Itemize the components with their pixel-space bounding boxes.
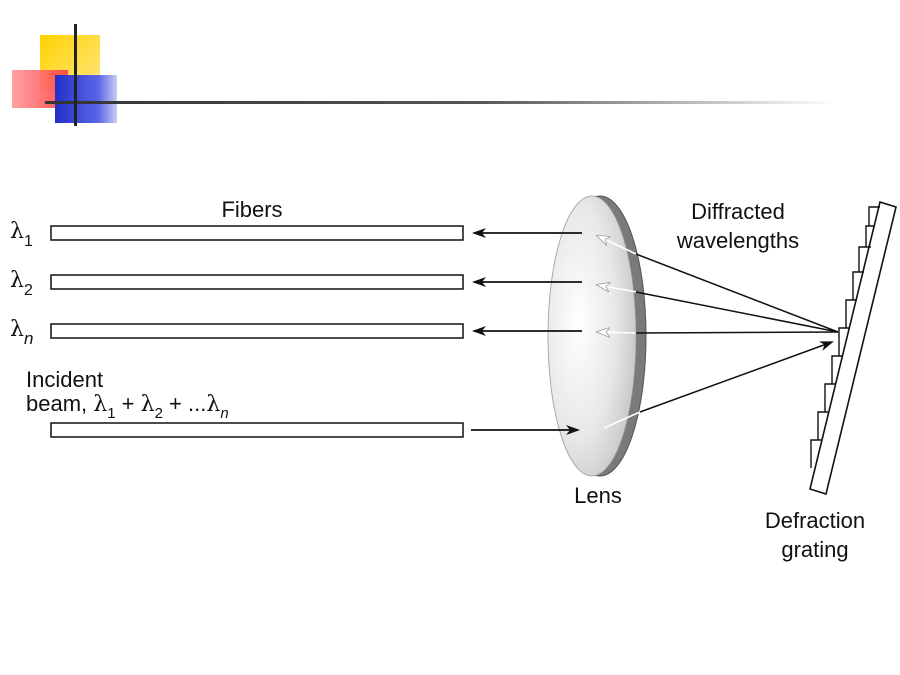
label-fibers: Fibers bbox=[221, 197, 282, 222]
label-lambda-2: λ2 bbox=[10, 268, 33, 299]
grating-steps bbox=[810, 206, 880, 468]
label-lens: Lens bbox=[574, 483, 622, 508]
label-diffracted-line2: wavelengths bbox=[676, 228, 799, 253]
fiber-lambda-n bbox=[50, 323, 464, 339]
label-incident-line1: Incident bbox=[26, 367, 103, 392]
label-grating-line2: grating bbox=[781, 537, 848, 562]
label-diffracted-line1: Diffracted bbox=[691, 199, 785, 224]
inner-ray-n bbox=[598, 332, 637, 333]
decor-blue-square bbox=[55, 75, 117, 123]
ray-diffracted-n bbox=[635, 331, 839, 334]
inner-ray-2 bbox=[598, 285, 637, 293]
ray-diffracted-2 bbox=[635, 291, 839, 333]
ray-diffracted-1 bbox=[635, 253, 839, 333]
label-lambda-1: λ1 bbox=[10, 219, 33, 250]
title-underline-rule bbox=[45, 101, 835, 104]
grating-bar bbox=[809, 200, 897, 496]
fiber-incident bbox=[50, 422, 464, 438]
fiber-lambda-1 bbox=[50, 225, 464, 241]
lens-body bbox=[547, 195, 637, 477]
label-lambda-n: λn bbox=[10, 317, 33, 348]
label-incident-line2: beam, λ1 + λ2 + ...λn bbox=[26, 391, 229, 422]
label-grating-line1: Defraction bbox=[765, 508, 865, 533]
ray-incident-to-grating bbox=[639, 341, 834, 413]
decor-vertical-rule bbox=[74, 24, 77, 126]
fiber-lambda-2 bbox=[50, 274, 464, 290]
inner-ray-1 bbox=[598, 236, 637, 255]
inner-ray-incident bbox=[603, 411, 641, 429]
